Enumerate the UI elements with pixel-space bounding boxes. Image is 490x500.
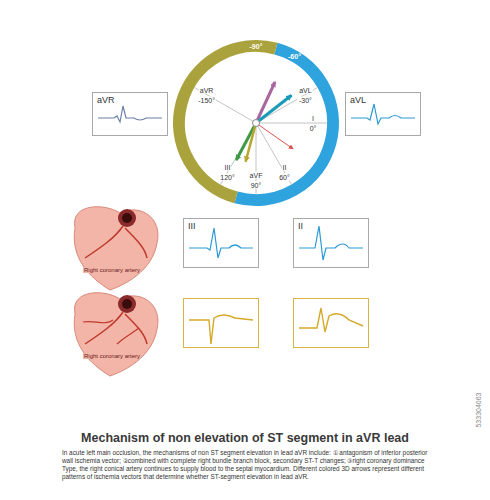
artery-label: Right coronary artery <box>83 353 141 359</box>
axis-ring-olive <box>179 46 276 197</box>
lead-axis-label: III <box>224 164 232 171</box>
ischemia-vector <box>236 123 256 160</box>
lead-axis-label: 0° <box>309 125 318 132</box>
angle-label: -90° <box>250 43 263 50</box>
ecg-trace <box>189 315 253 344</box>
diagram-title: Mechanism of non elevation of ST segment… <box>0 431 490 445</box>
ecg-trace-ii <box>299 226 363 260</box>
ecg-box-yellow <box>294 299 369 348</box>
lead-axis-label: II <box>282 164 288 171</box>
aorta-lumen <box>122 213 132 223</box>
lead-axis-label: aVR <box>199 86 215 93</box>
ecg-lead-box: aVL <box>345 92 421 136</box>
aorta <box>118 209 136 227</box>
ecg-trace-iii <box>189 228 253 258</box>
lead-axis-label: aVL <box>298 86 312 93</box>
lead-axes <box>195 88 328 195</box>
angle-label: -60° <box>288 53 301 60</box>
heart-outline <box>74 293 158 376</box>
coronary-artery <box>85 312 123 344</box>
watermark: 533304063 <box>475 392 482 427</box>
aorta <box>118 295 136 313</box>
coronary-artery <box>125 228 147 258</box>
ecg-trace <box>299 226 363 260</box>
lead-axis-label: 120° <box>219 174 235 181</box>
lead-axis-label: -30° <box>298 96 313 103</box>
ecg-trace-avl <box>351 104 415 124</box>
ecg-lead-box: II <box>293 218 369 268</box>
lead-name: II <box>298 221 303 231</box>
axis-line <box>256 123 327 124</box>
coronary-artery <box>85 226 123 258</box>
ecg-frame <box>294 299 369 348</box>
lead-axis-label: I <box>311 115 315 122</box>
artery-label: Right coronary artery <box>83 267 141 273</box>
lead-name: III <box>188 221 196 231</box>
aorta-lumen <box>122 299 132 309</box>
lead-axis-label: -150° <box>197 96 216 103</box>
coronary-artery <box>125 314 147 344</box>
coronary-artery <box>117 328 139 344</box>
ischemia-vector <box>256 123 293 149</box>
center-dot <box>253 120 260 127</box>
ecg-trace <box>299 308 363 332</box>
heart-outline <box>74 207 158 290</box>
lead-axis-label: 60° <box>278 174 291 181</box>
heart-illustration <box>74 293 158 376</box>
lead-name: aVL <box>350 95 366 105</box>
lead-axis-label: 90° <box>250 182 263 189</box>
ischemia-vector <box>246 123 256 162</box>
heart-illustration <box>74 207 158 290</box>
axis-ring-blue <box>236 49 333 200</box>
ecg-frame <box>184 299 259 348</box>
ecg-trace <box>189 228 253 258</box>
lead-name: aVR <box>97 95 115 105</box>
ecg-trace <box>98 106 162 122</box>
lead-axis-label: aVF <box>249 172 264 179</box>
ecg-box-yellow <box>184 299 259 348</box>
ischemia-vector <box>256 95 292 123</box>
diagram-caption: In acute left main occlusion, the mechan… <box>62 449 434 481</box>
ecg-lead-box: aVR <box>92 92 168 136</box>
ecg-trace <box>351 104 415 124</box>
coronary-artery <box>83 320 113 323</box>
ecg-lead-box: III <box>183 218 259 268</box>
ecg-trace-avr <box>98 106 162 122</box>
